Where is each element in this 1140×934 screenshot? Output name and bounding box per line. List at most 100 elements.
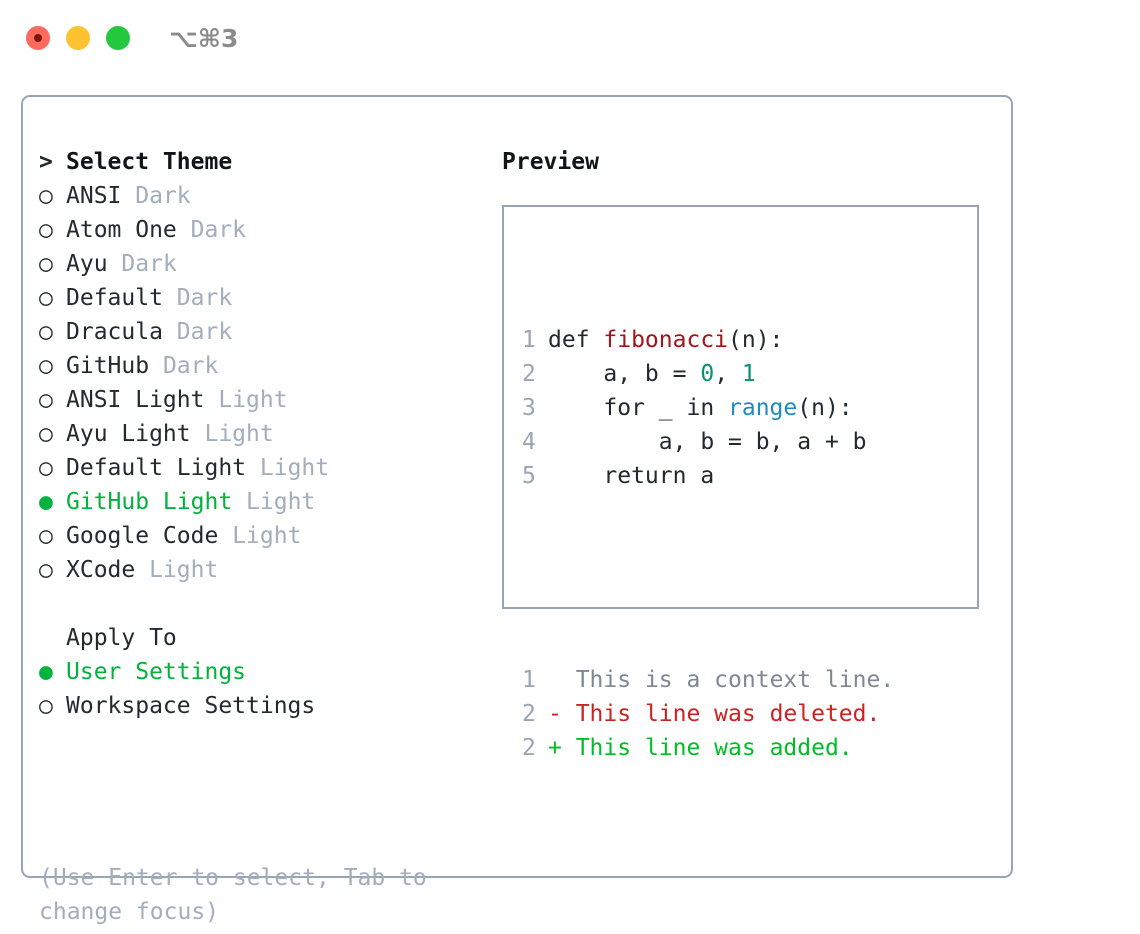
- theme-picker-panel: >Select Theme ○ANSI Dark○Atom One Dark○A…: [39, 145, 479, 723]
- select-theme-heading-label: Select Theme: [66, 149, 233, 175]
- code-token-plain: return a: [548, 463, 715, 489]
- theme-option-variant: Dark: [162, 353, 219, 379]
- theme-option-default[interactable]: ○Default Dark: [39, 281, 479, 315]
- theme-option-variant: Light: [259, 455, 330, 481]
- diff-line-text: - This line was deleted.: [548, 701, 880, 727]
- radio-unselected-icon: ○: [39, 455, 53, 481]
- code-line: 5 return a: [522, 459, 894, 493]
- space: [149, 353, 163, 379]
- theme-option-variant: Light: [204, 421, 274, 447]
- theme-option-variant: Dark: [121, 251, 177, 277]
- theme-option-github[interactable]: ○GitHub Dark: [39, 349, 479, 383]
- theme-option-ansi-light[interactable]: ○ANSI Light Light: [39, 383, 479, 417]
- apply-to-option-workspace-settings[interactable]: ○Workspace Settings: [39, 689, 479, 723]
- select-theme-heading: >Select Theme: [39, 145, 479, 179]
- code-line: 4 a, b = b, a + b: [522, 425, 894, 459]
- code-token-plain: (n):: [728, 327, 784, 353]
- title-bar: ⌥⌘3: [0, 0, 1140, 78]
- preview-title: Preview: [502, 149, 599, 175]
- minimize-button-icon[interactable]: [66, 26, 90, 50]
- radio-unselected-icon: ○: [39, 387, 53, 413]
- code-token-num: 0: [700, 361, 715, 387]
- close-button-icon[interactable]: [26, 26, 50, 50]
- theme-option-xcode[interactable]: ○XCode Light: [39, 553, 479, 587]
- space: [177, 217, 191, 243]
- diff-line-text: + This line was added.: [548, 735, 853, 761]
- theme-option-variant: Light: [149, 557, 219, 583]
- radio-unselected-icon: ○: [39, 693, 53, 719]
- theme-option-name: GitHub Light: [66, 489, 233, 515]
- theme-option-default-light[interactable]: ○ Default Light Light: [39, 451, 479, 485]
- theme-option-name: GitHub: [66, 353, 150, 379]
- space: [163, 285, 177, 311]
- code-token-plain: (n):: [797, 395, 853, 421]
- theme-option-name: Atom One: [66, 217, 177, 243]
- radio-selected-icon: ●: [39, 659, 53, 685]
- theme-option-github-light[interactable]: ● GitHub Light Light: [39, 485, 479, 519]
- code-line-number: 3: [522, 395, 536, 421]
- code-token-func: fibonacci: [603, 327, 729, 353]
- space: [246, 455, 260, 481]
- diff-line-sign: [548, 667, 562, 693]
- keyboard-hint-text: (Use Enter to select, Tab to change focu…: [39, 865, 441, 925]
- theme-option-variant: Dark: [190, 217, 247, 243]
- dialog-card: >Select Theme ○ANSI Dark○Atom One Dark○A…: [21, 95, 1013, 925]
- apply-to-heading-label: Apply To: [66, 625, 177, 651]
- radio-unselected-icon: ○: [39, 183, 53, 209]
- theme-option-name: ANSI: [66, 183, 122, 209]
- space: [191, 421, 205, 447]
- theme-option-name: Ayu Light: [66, 421, 191, 447]
- theme-option-variant: Light: [246, 489, 316, 515]
- code-token-plain: def: [548, 327, 604, 353]
- code-token-plain: a, b = b, a + b: [548, 429, 867, 455]
- theme-option-google-code[interactable]: ○Google Code Light: [39, 519, 479, 553]
- code-line-number: 2: [522, 361, 536, 387]
- theme-option-ayu[interactable]: ○ Ayu Dark: [39, 247, 479, 281]
- apply-to-list: ●User Settings○Workspace Settings: [39, 655, 479, 723]
- space: [135, 557, 149, 583]
- diff-line-content: This is a context line.: [561, 667, 895, 693]
- theme-option-variant: Light: [218, 387, 288, 413]
- diff-line-deleted: 2- This line was deleted.: [522, 697, 894, 731]
- apply-to-heading: ○Apply To: [39, 621, 479, 655]
- space: [232, 489, 246, 515]
- radio-unselected-icon: ○: [39, 251, 53, 277]
- space: [204, 387, 218, 413]
- diff-line-context: 1 This is a context line.: [522, 663, 894, 697]
- radio-unselected-icon: ○: [39, 557, 53, 583]
- code-token-num: 1: [741, 361, 756, 387]
- theme-option-ayu-light[interactable]: ○Ayu Light Light: [39, 417, 479, 451]
- code-token-plain: for _ in: [548, 395, 729, 421]
- space: [218, 523, 232, 549]
- theme-option-name: Default Light: [66, 455, 247, 481]
- theme-option-name: Ayu: [66, 251, 108, 277]
- keyboard-shortcut-label: ⌥⌘3: [169, 24, 239, 53]
- space: [121, 183, 135, 209]
- diff-line-content: This line was deleted.: [561, 701, 881, 727]
- theme-option-atom-one[interactable]: ○ Atom One Dark: [39, 213, 479, 247]
- diff-line-number: 1: [522, 667, 536, 693]
- theme-option-variant: Dark: [135, 183, 191, 209]
- code-line: 3 for _ in range(n):: [522, 391, 894, 425]
- theme-option-name: Dracula: [66, 319, 163, 345]
- code-line: 2 a, b = 0, 1: [522, 357, 894, 391]
- radio-unselected-icon: ○: [39, 319, 53, 345]
- theme-option-variant: Dark: [176, 285, 233, 311]
- list-spacer: [39, 587, 479, 621]
- maximize-button-icon[interactable]: [106, 26, 130, 50]
- apply-to-option-user-settings[interactable]: ●User Settings: [39, 655, 479, 689]
- theme-option-dracula[interactable]: ○Dracula Dark: [39, 315, 479, 349]
- radio-unselected-icon: ○: [39, 523, 53, 549]
- code-token-plain: a, b =: [548, 361, 701, 387]
- diff-line-number: 2: [522, 735, 536, 761]
- diff-line-content: This line was added.: [561, 735, 853, 761]
- theme-option-ansi[interactable]: ○ ANSI Dark: [39, 179, 479, 213]
- radio-unselected-icon: ○: [39, 217, 53, 243]
- code-token-call: range: [728, 395, 798, 421]
- radio-selected-icon: ●: [39, 489, 53, 515]
- preview-panel: Preview: [502, 145, 1002, 179]
